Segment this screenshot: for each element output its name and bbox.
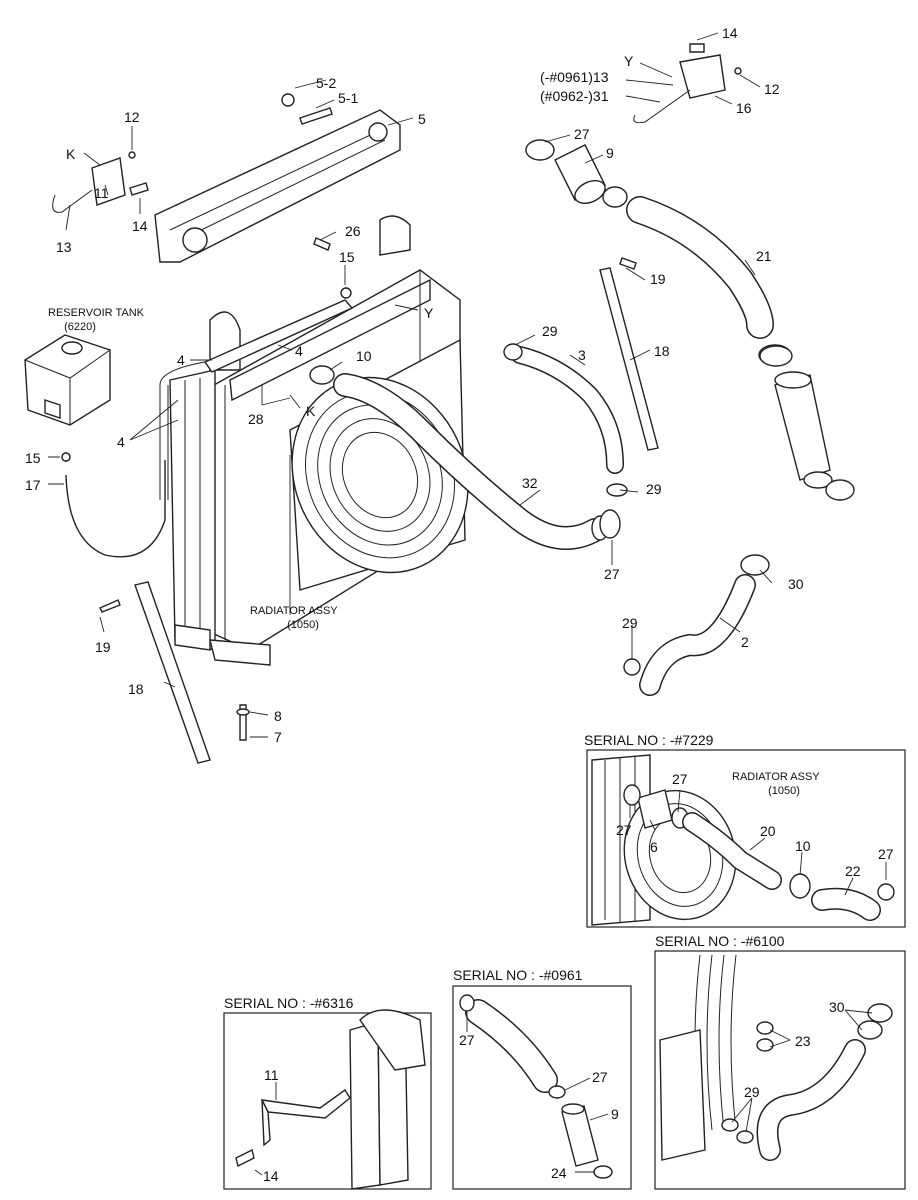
callout-5-1: 5-1	[338, 90, 358, 106]
callout-17: 17	[25, 477, 41, 493]
callout-14: 14	[722, 25, 738, 41]
callout-13: (-#0961)13	[540, 69, 609, 85]
piping-rail	[159, 299, 354, 500]
top-bracket-5	[154, 93, 401, 263]
hose-21	[626, 196, 774, 339]
hardware-bolts	[61, 237, 637, 741]
callout-19: 19	[650, 271, 666, 287]
callout-20: 20	[760, 823, 776, 839]
callout-29: 29	[542, 323, 558, 339]
overflow-hose-17	[61, 452, 166, 558]
callout-27: 27	[604, 566, 620, 582]
callout-4: 4	[117, 434, 125, 450]
stay-18-upper	[599, 267, 659, 451]
callout-19: 19	[95, 639, 111, 655]
callout-10: 10	[795, 838, 811, 854]
callout-14: 14	[132, 218, 148, 234]
stay-18-lower	[134, 581, 211, 764]
callout-12: 12	[124, 109, 140, 125]
callout-31: (#0962-)31	[540, 88, 609, 104]
callout-18: 18	[654, 343, 670, 359]
callout-11: 11	[264, 1067, 279, 1083]
callout-2: 2	[741, 634, 749, 650]
callout-28: 28	[248, 411, 264, 427]
callout-6: 6	[650, 839, 658, 855]
callout-32: 32	[522, 475, 538, 491]
callout-y: Y	[424, 305, 434, 321]
reservoir-tank-code: (6220)	[64, 321, 96, 333]
callout-5-2: 5-2	[316, 75, 336, 91]
reservoir-tank	[24, 334, 111, 426]
inset-serial-6316: SERIAL NO : -#6316 11 14	[223, 995, 432, 1190]
callout-k: K	[66, 146, 76, 162]
callout-27: 27	[459, 1032, 475, 1048]
callout-30: 30	[829, 999, 845, 1015]
callout-13: 13	[56, 239, 72, 255]
inset-serial-7229: SERIAL NO : -#7229 RADIATOR ASSY (1050) …	[584, 732, 906, 928]
callout-9: 9	[611, 1106, 619, 1122]
inset-title: SERIAL NO : -#6100	[655, 933, 785, 949]
callout-14: 14	[263, 1168, 279, 1184]
callout-29: 29	[622, 615, 638, 631]
radiator-assy-label: RADIATOR ASSY	[250, 605, 338, 617]
callout-4: 4	[177, 352, 185, 368]
radiator-assy-label: RADIATOR ASSY	[732, 771, 820, 783]
radiator-assy-code: (1050)	[768, 785, 800, 797]
callout-10: 10	[356, 348, 372, 364]
callout-29: 29	[646, 481, 662, 497]
callout-27: 27	[878, 846, 894, 862]
callout-27: 27	[592, 1069, 608, 1085]
callout-24: 24	[551, 1165, 567, 1181]
callout-23: 23	[795, 1033, 811, 1049]
callout-27: 27	[672, 771, 688, 787]
reservoir-tank-label: RESERVOIR TANK	[48, 307, 145, 319]
hose-3	[511, 346, 624, 474]
callout-5: 5	[418, 111, 426, 127]
callout-3: 3	[578, 347, 586, 363]
callout-12: 12	[764, 81, 780, 97]
bracket-11-top-left	[52, 151, 149, 213]
callout-7: 7	[274, 729, 282, 745]
inset-title: SERIAL NO : -#6316	[224, 995, 354, 1011]
callout-18: 18	[128, 681, 144, 697]
callout-21: 21	[756, 248, 772, 264]
callout-15: 15	[339, 249, 355, 265]
callout-27: 27	[574, 126, 590, 142]
bracket-16-top-right	[633, 43, 742, 124]
radiator-assy-code: (1050)	[287, 619, 319, 631]
inset-title: SERIAL NO : -#7229	[584, 732, 714, 748]
callout-y: Y	[624, 53, 634, 69]
pipe-9	[525, 139, 628, 208]
callout-16: 16	[736, 100, 752, 116]
main-callouts: 14 Y (-#0961)13 (#0962-)31 12 16 5-2 5-1…	[25, 25, 804, 745]
clamps	[309, 343, 793, 676]
hose-lower-right	[758, 344, 855, 501]
inset-title: SERIAL NO : -#0961	[453, 967, 583, 983]
callout-29: 29	[744, 1084, 760, 1100]
hose-2	[639, 554, 770, 696]
callout-9: 9	[606, 145, 614, 161]
callout-8: 8	[274, 708, 282, 724]
inset-serial-0961: SERIAL NO : -#0961 27 27 9 24	[452, 967, 632, 1190]
callout-15: 15	[25, 450, 41, 466]
callout-27: 27	[616, 822, 632, 838]
callout-30: 30	[788, 576, 804, 592]
callout-4: 4	[295, 343, 303, 359]
callout-k: K	[306, 403, 316, 419]
callout-11: 11	[94, 185, 109, 201]
leader-lines	[48, 32, 773, 738]
inset-serial-6100: SERIAL NO : -#6100 30 23 29	[654, 933, 906, 1190]
callout-26: 26	[345, 223, 361, 239]
callout-22: 22	[845, 863, 861, 879]
